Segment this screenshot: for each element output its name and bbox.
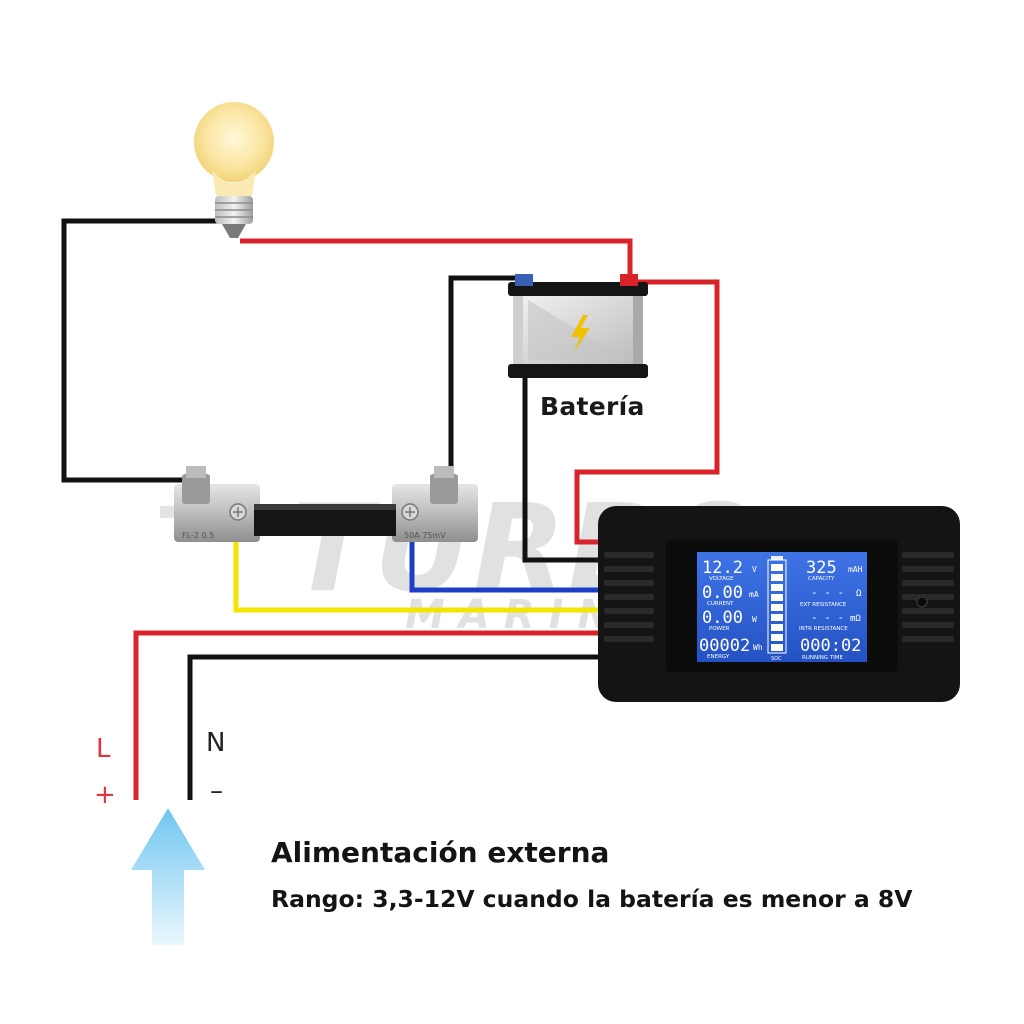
energy-unit: Wh [753,643,763,652]
plus-label: + [94,780,116,810]
external-power-title: Alimentación externa [271,836,610,869]
battery-monitor-meter: SOC 12.2 V VOLTAGE 0.00 mA CURRENT 0.00 … [598,506,960,702]
red-wire-external-positive [133,630,604,800]
running-time-label: RUNNING TIME [802,655,844,661]
ext-resistance-value: - - - [811,586,844,599]
meter-button [916,596,928,608]
lightning-icon [571,315,590,352]
power-unit: W [752,615,757,624]
power-label: POWER [709,626,730,632]
voltage-unit: V [752,565,757,574]
battery-label: Batería [540,392,645,421]
black-wire-battery-to-shunt [448,275,518,490]
running-time-value: 000:02 [800,636,861,656]
capacity-value: 325 [806,558,837,578]
shunt-right-text: 50A 75mV [404,531,446,540]
current-label: CURRENT [707,601,734,607]
live-label: L [96,734,111,764]
ext-resistance-label: EXT RESISTANCE [800,602,847,608]
yellow-wire-shunt-to-meter [233,510,604,613]
voltage-label: VOLTAGE [709,576,734,582]
right-vents [902,552,954,642]
voltage-value: 12.2 [702,558,743,578]
red-wire-battery-to-meter [574,279,720,545]
capacity-unit: mAH [848,565,863,574]
minus-label: – [210,776,223,806]
current-unit: mA [749,590,759,599]
up-arrow-icon [131,808,205,945]
shunt-resistor: FL-2 0.5 50A 75mV [160,466,478,542]
energy-label: ENERGY [707,654,730,660]
current-value: 0.00 [702,583,743,603]
intr-resistance-value: - - - [811,611,844,624]
ext-resistance-unit: Ω [856,589,862,599]
energy-value: 00002 [699,636,750,656]
black-wire-battery-to-meter [522,290,604,563]
intr-resistance-label: INTR RESISTANCE [799,626,848,632]
power-value: 0.00 [702,608,743,628]
left-vents [604,552,654,642]
black-wire-bulb-to-shunt [61,218,236,483]
external-power-range: Rango: 3,3-12V cuando la batería es meno… [271,885,913,913]
soc-label: SOC [771,656,782,662]
capacity-label: CAPACITY [808,576,835,582]
battery-icon [508,274,648,378]
intr-resistance-unit: mΩ [850,614,861,624]
light-bulb-icon [194,102,274,238]
shunt-left-text: FL-2 0.5 [182,531,214,540]
soc-bar [767,556,787,654]
black-wire-external-negative [187,654,604,800]
red-wire-bulb-to-battery [240,238,633,282]
neutral-label: N [206,728,226,758]
